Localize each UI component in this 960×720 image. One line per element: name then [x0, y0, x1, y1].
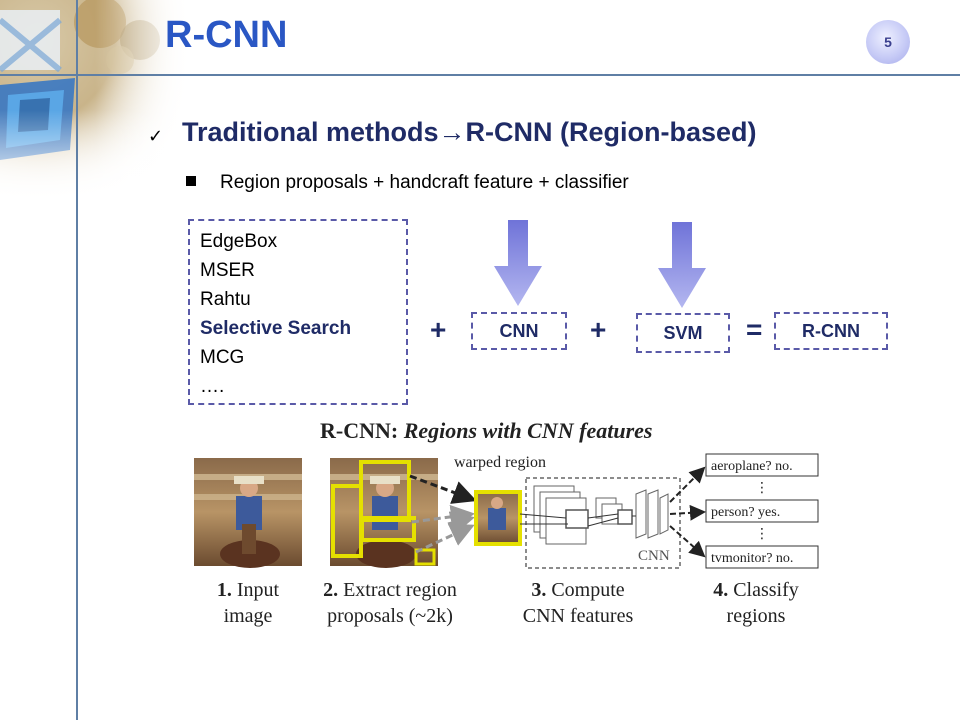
corner-decoration	[0, 0, 190, 200]
check-icon: ✓	[148, 126, 164, 147]
svm-box: SVM	[636, 313, 730, 353]
vertical-dots-icon: ⋮	[755, 526, 769, 542]
input-image	[194, 458, 302, 568]
step-caption: 2. Extract region	[323, 579, 457, 601]
class-label: aeroplane? no.	[711, 459, 793, 474]
class-box	[705, 499, 819, 523]
bullet-text: Region proposals + handcraft feature + c…	[220, 172, 629, 193]
page-number-badge: 5	[866, 20, 910, 64]
cnn-network-block: CNN	[519, 477, 681, 569]
class-box	[705, 453, 819, 477]
method-item: MCG	[200, 347, 245, 368]
method-item: MSER	[200, 260, 255, 281]
title-divider	[0, 74, 960, 76]
cnn-box: CNN	[471, 312, 567, 350]
slide-title: R-CNN	[165, 14, 288, 56]
section-heading: Traditional methods→R-CNN (Region-based)	[182, 117, 757, 147]
left-rule	[76, 0, 78, 720]
region-proposal-methods-box: EdgeBox MSER Rahtu Selective Search MCG …	[188, 219, 408, 405]
class-box	[705, 545, 819, 569]
method-item: EdgeBox	[200, 231, 278, 252]
cnn-label: CNN	[638, 548, 670, 564]
warped-region-image	[474, 490, 522, 546]
figure-title: R-CNN: Regions with CNN features	[320, 418, 652, 443]
method-item: ….	[200, 376, 225, 397]
square-bullet-icon	[186, 176, 196, 186]
down-arrow-icon	[494, 220, 542, 306]
rcnn-box: R-CNN	[774, 312, 888, 350]
plus-operator: +	[430, 314, 447, 345]
method-item: Rahtu	[200, 289, 251, 310]
vertical-dots-icon: ⋮	[755, 480, 769, 496]
down-arrow-icon	[658, 222, 706, 308]
class-label: person? yes.	[711, 505, 780, 520]
equals-operator: =	[746, 314, 763, 345]
region-proposals-image	[330, 458, 438, 568]
step-caption-line2: CNN features	[523, 605, 634, 627]
warped-region-label: warped region	[454, 454, 546, 471]
step-caption-line2: proposals (~2k)	[327, 605, 453, 627]
step-caption: 1. Input	[217, 579, 280, 601]
rcnn-pipeline-figure: R-CNN: Regions with CNN features warped …	[194, 418, 819, 627]
step-caption-line2: image	[224, 605, 273, 627]
step-caption-line2: regions	[727, 605, 786, 627]
step-caption: 4. Classify	[713, 579, 799, 601]
class-label: tvmonitor? no.	[711, 551, 793, 566]
step-caption: 3. Compute	[531, 579, 624, 601]
plus-operator: +	[590, 314, 607, 345]
method-item-highlighted: Selective Search	[200, 318, 352, 339]
